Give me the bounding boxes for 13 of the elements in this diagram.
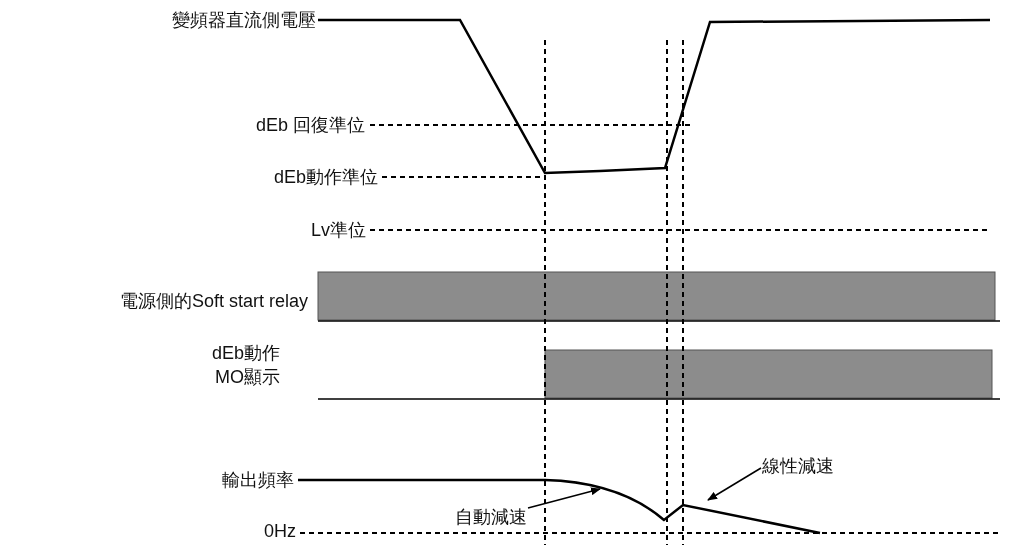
signal-label: 輸出頻率: [222, 469, 294, 491]
signal-label: Lv準位: [311, 219, 366, 241]
leader-line: [707, 467, 762, 501]
signal-label: MO顯示: [215, 366, 280, 388]
signal-label: dEb 回復準位: [255, 114, 365, 136]
signal-label: dEb動作準位: [273, 166, 378, 188]
signal-label: 0Hz: [264, 520, 296, 542]
annotation-text: 線性減速: [762, 455, 834, 477]
signal-label: 電源側的Soft start relay: [119, 290, 308, 312]
signal-label: dEb動作: [211, 342, 280, 364]
leader-line: [527, 487, 601, 509]
annotation-text: 自動減速: [455, 506, 527, 528]
signal-label: 變頻器直流側電壓: [172, 9, 316, 31]
